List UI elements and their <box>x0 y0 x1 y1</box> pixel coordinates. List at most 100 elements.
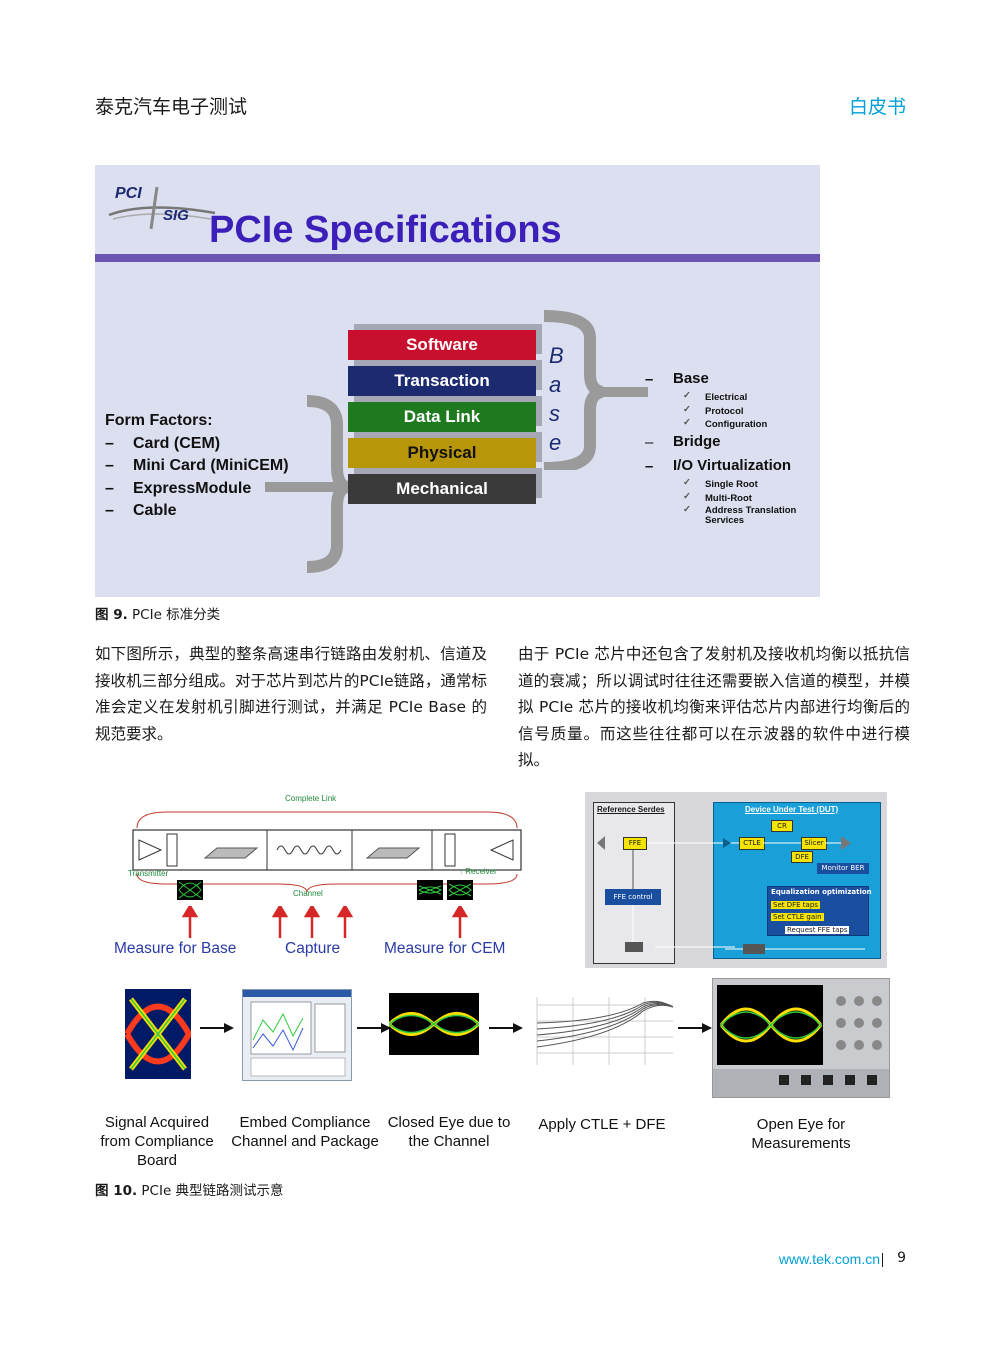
right-brace-icon <box>543 310 648 470</box>
base-title: Base <box>673 370 709 387</box>
ref-serdes-label: Reference Serdes <box>597 805 665 814</box>
receiver-label: ↑ Receiver <box>459 867 497 876</box>
check-icon: ✓ <box>683 390 691 401</box>
caption-label: 图 9. <box>95 607 128 623</box>
layer-physical: Physical <box>348 438 536 468</box>
title-rule <box>95 254 820 262</box>
form-factor-label: Card (CEM) <box>133 434 221 452</box>
figure-9-caption: 图 9. PCIe 标准分类 <box>95 603 220 623</box>
base-letter: B <box>549 343 564 368</box>
check-icon: ✓ <box>683 491 691 502</box>
set-ctle-label: Set CTLE gain <box>771 913 824 921</box>
eye-diagram-acquired <box>124 989 193 1079</box>
step-label-3: Closed Eye due to the Channel <box>387 1114 511 1150</box>
bridge-title: Bridge <box>673 433 721 450</box>
dut-wiring <box>597 836 865 954</box>
form-factor-label: ExpressModule <box>133 479 252 497</box>
doc-header-title: 泰克汽车电子测试 <box>95 96 248 118</box>
layer-software: Software <box>348 330 536 360</box>
body-right-paragraph: 由于 PCIe 芯片中还包含了发射机及接收机均衡以抵抗信道的衰减；所以调试时往往… <box>518 645 910 769</box>
dash: – <box>645 371 654 388</box>
form-factor-item: – Cable <box>105 500 289 523</box>
form-factor-label: Mini Card (MiniCEM) <box>133 457 289 474</box>
monitor-ber-block: Monitor BER <box>817 863 869 874</box>
form-factor-item: – Mini Card (MiniCEM) <box>105 455 289 478</box>
figure-10-link-test: Complete Link Transmitter ↑ Receiver Cha… <box>95 790 895 1180</box>
base-letter: e <box>549 430 562 455</box>
eye-rx-thumbnail <box>447 880 473 900</box>
channel-label: Channel <box>293 889 323 898</box>
measurement-arrows <box>181 906 469 938</box>
ffe-control-block: FFE control <box>605 889 661 905</box>
form-factors-title: Form Factors: <box>105 412 213 429</box>
dfe-block: DFE <box>791 851 813 863</box>
base-letter: a <box>549 372 562 397</box>
dash: – <box>645 458 654 475</box>
form-factor-item: – Card (CEM) <box>105 433 289 456</box>
cr-block: CR <box>771 820 793 832</box>
measure-base-label: Measure for Base <box>114 940 237 957</box>
ffe-block: FFE <box>623 837 647 850</box>
dash: – <box>105 434 114 452</box>
base-item: Electrical <box>705 392 748 403</box>
request-ffe-label: Request FFE taps <box>785 926 850 934</box>
reference-serdes-box <box>593 802 675 964</box>
caption-text: PCIe 标准分类 <box>127 607 221 623</box>
caption-text: PCIe 典型链路测试示意 <box>137 1183 284 1199</box>
pci-sig-logo: PCI SIG <box>107 183 217 233</box>
eq-opt-label: Equalization optimization <box>771 888 872 896</box>
capture-label: Capture <box>285 940 341 957</box>
base-vertical-letters: B a s e <box>549 341 564 457</box>
check-icon: ✓ <box>683 404 691 415</box>
ctle-frequency-plot <box>523 993 679 1075</box>
step-label-2: Embed Compliance Channel and Package <box>231 1114 379 1150</box>
layer-mechanical: Mechanical <box>348 474 536 504</box>
form-factor-label: Cable <box>133 502 177 519</box>
measure-cem-label: Measure for CEM <box>384 940 506 957</box>
dash: – <box>105 457 114 474</box>
logo-pci-text: PCI <box>115 185 142 202</box>
io-item: Address Translation Services <box>705 505 797 526</box>
dut-equalization-diagram: Reference Serdes Device Under Test (DUT)… <box>585 792 887 968</box>
form-factors-list: Form Factors: – Card (CEM) – Mini Card (Mi… <box>105 410 289 523</box>
dut-label: Device Under Test (DUT) <box>745 805 839 814</box>
layer-transaction: Transaction <box>348 366 536 396</box>
figure-9-title: PCIe Specifications <box>209 209 562 251</box>
dash: – <box>645 434 654 451</box>
left-brace-icon <box>265 395 349 573</box>
dash: – <box>105 502 114 519</box>
io-item: Single Root <box>705 479 758 490</box>
page-number: 9 <box>897 1250 906 1266</box>
footer-website-link[interactable]: www.tek.com.cn <box>778 1251 880 1267</box>
eye-cem-thumbnail <box>417 880 443 900</box>
caption-label: 图 10. <box>95 1183 138 1199</box>
io-item: Multi-Root <box>705 493 752 504</box>
doc-header-section: 白皮书 <box>848 96 906 118</box>
arrow-right-icon <box>200 1023 234 1033</box>
arrow-right-icon <box>678 1023 712 1033</box>
transmitter-label: Transmitter <box>128 869 169 878</box>
body-left-paragraph: 如下图所示，典型的整条高速串行链路由发射机、信道及接收机三部分组成。对于芯片到芯… <box>95 645 487 743</box>
footer-divider <box>882 1253 883 1267</box>
figure-10-caption: 图 10. PCIe 典型链路测试示意 <box>95 1179 284 1199</box>
arrow-right-icon <box>357 1023 391 1033</box>
step-label-1: Signal Acquired from Compliance Board <box>100 1114 214 1169</box>
dash: – <box>105 479 114 497</box>
embed-channel-screenshot <box>242 989 352 1081</box>
step-label-4: Apply CTLE + DFE <box>538 1116 666 1133</box>
link-block-diagram <box>132 811 522 893</box>
base-item: Protocol <box>705 406 744 417</box>
set-dfe-label: Set DFE taps <box>771 901 820 909</box>
check-icon: ✓ <box>683 477 691 488</box>
check-icon: ✓ <box>683 504 691 515</box>
step-label-5: Open Eye for Measurements <box>751 1116 851 1152</box>
io-virtualization-title: I/O Virtualization <box>673 457 792 474</box>
logo-sig-text: SIG <box>163 207 189 224</box>
form-factor-item: – ExpressModule <box>105 478 289 501</box>
eye-diagram-closed <box>387 993 481 1055</box>
layer-data-link: Data Link <box>348 402 536 432</box>
check-icon: ✓ <box>683 417 691 428</box>
complete-link-label: Complete Link <box>285 794 337 803</box>
oscilloscope-open-eye <box>712 978 890 1098</box>
